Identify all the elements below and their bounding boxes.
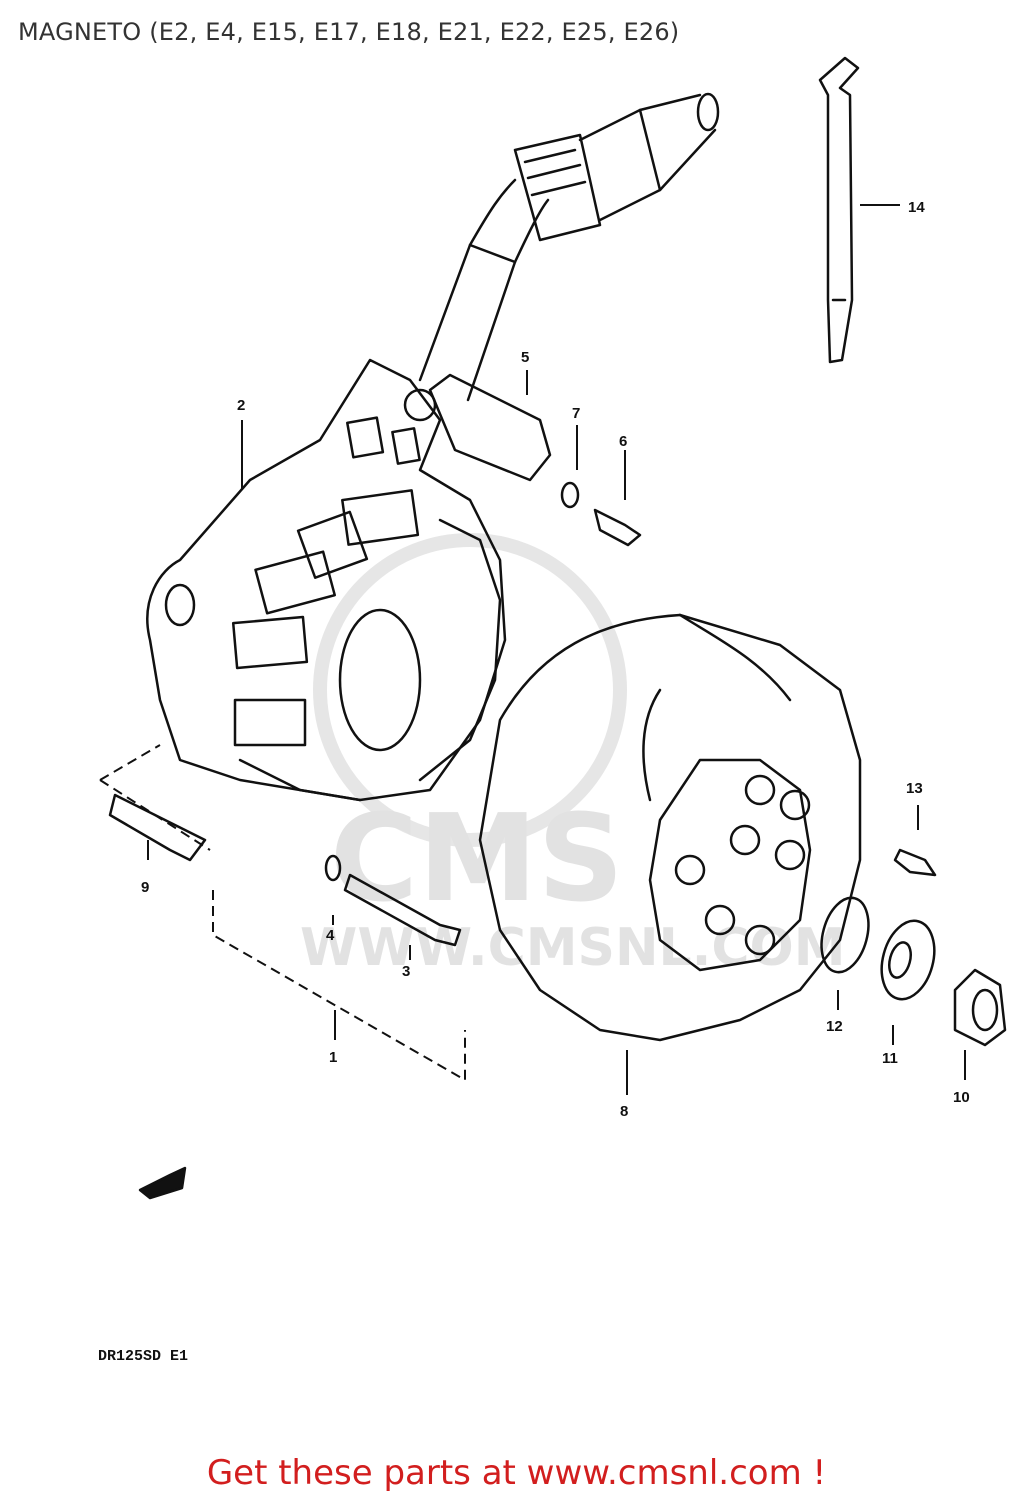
wire-clamp	[818, 56, 860, 364]
callout-1: 1	[329, 1049, 337, 1066]
callout-14: 14	[908, 199, 925, 216]
woodruff-key	[893, 848, 937, 877]
front-arrow-icon	[138, 1166, 187, 1200]
watermark-text: CMS	[330, 790, 624, 929]
stator-base-plate	[146, 358, 507, 802]
page-title: MAGNETO (E2, E4, E15, E17, E18, E21, E22…	[18, 18, 680, 46]
callout-13: 13	[906, 780, 923, 797]
callout-10: 10	[953, 1089, 970, 1106]
rotor-flywheel	[478, 613, 862, 1042]
callout-3: 3	[402, 963, 410, 980]
rotor-bolt	[324, 854, 462, 947]
callout-11: 11	[882, 1050, 898, 1067]
stator-coils	[231, 489, 502, 802]
callout-8: 8	[620, 1103, 628, 1120]
pickup-coil	[403, 373, 552, 482]
stator-bolt	[108, 793, 207, 862]
diagram-code: DR125SD E1	[98, 1348, 188, 1365]
callout-9: 9	[141, 879, 149, 896]
callout-12: 12	[826, 1018, 843, 1035]
watermark-logo: CMS WWW.CMSNL.COM	[300, 533, 845, 978]
rotor-washer	[820, 896, 870, 974]
callout-2: 2	[237, 397, 245, 414]
rotor-spacer	[880, 919, 936, 1001]
stator-cable	[418, 92, 720, 402]
callout-6: 6	[619, 433, 627, 450]
get-parts-link[interactable]: Get these parts at www.cmsnl.com !	[206, 1453, 827, 1493]
rotor-nut	[953, 968, 1007, 1047]
callout-4: 4	[326, 927, 335, 944]
callout-7: 7	[572, 405, 580, 422]
pickup-screw	[560, 481, 642, 547]
callout-5: 5	[521, 349, 529, 366]
